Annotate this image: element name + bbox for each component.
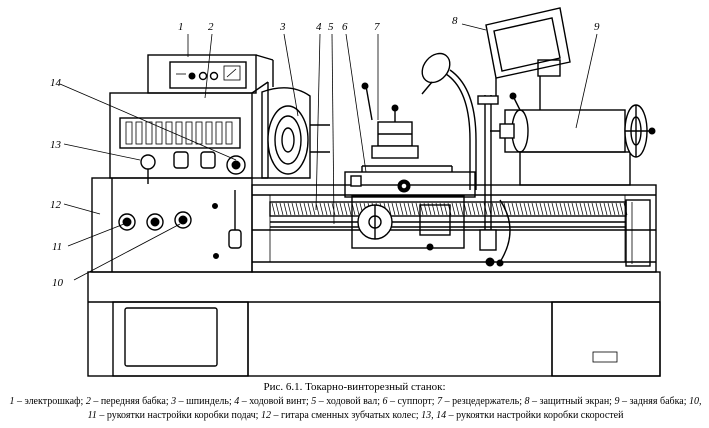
label-14: 14 <box>50 77 62 89</box>
label-6: 6 <box>342 21 348 33</box>
caption-item-number: 5 <box>311 396 317 407</box>
caption-item-text: – защитный экран; <box>529 396 615 407</box>
feed-shaft <box>270 221 626 228</box>
caption-item-text: – гитара сменных зубчатых колес; <box>270 410 422 421</box>
caption-legend: 1 – электрошкаф; 2 – передняя бабка; 3 –… <box>4 395 707 423</box>
caption-item: 6 – суппорт; <box>383 396 438 407</box>
caption-item-number: 7 <box>437 396 443 407</box>
caption-item: 2 – передняя бабка; <box>86 396 171 407</box>
caption-item-number: 13, 14 <box>421 410 447 421</box>
label-7: 7 <box>374 21 380 33</box>
carriage-saddle <box>344 165 476 251</box>
caption-item: 3 – шпиндель; <box>171 396 234 407</box>
label-3: 3 <box>279 21 286 33</box>
caption-item: 13, 14 – рукоятки настройки коробки скор… <box>421 410 623 421</box>
lathe-diagram: 1 2 3 4 5 6 7 8 9 10 11 12 13 14 <box>50 7 661 377</box>
caption-item-number: 2 <box>85 396 91 407</box>
caption-item-text: – шпиндель; <box>176 396 235 407</box>
carriage-lever <box>496 199 511 267</box>
caption-item: 1 – электрошкаф; <box>9 396 85 407</box>
caption-item: 12 – гитара сменных зубчатых колес; <box>261 410 421 421</box>
caption-item-text: – рукоятки настройки коробки скоростей <box>446 410 624 421</box>
lead-screw <box>269 201 628 217</box>
tool-holder <box>361 82 419 159</box>
leader-lines <box>59 23 598 281</box>
feed-lever <box>228 190 242 249</box>
caption-item-number: 6 <box>382 396 388 407</box>
work-lamp <box>421 52 477 190</box>
caption-item: 9 – задняя бабка; <box>614 396 689 407</box>
caption-item-text: – резцедержатель; <box>442 396 525 407</box>
label-8: 8 <box>452 15 458 27</box>
tailstock <box>490 92 656 186</box>
caption-item-text: – ходовой вал; <box>316 396 383 407</box>
gear-guitar-cover <box>91 177 253 273</box>
label-1: 1 <box>178 21 184 33</box>
label-5: 5 <box>328 21 334 33</box>
label-11: 11 <box>52 241 62 253</box>
headstock <box>109 81 269 184</box>
caption-item: 5 – ходовой вал; <box>311 396 382 407</box>
caption-item-text: – ходовой винт; <box>239 396 312 407</box>
label-2: 2 <box>208 21 214 33</box>
caption-item-number: 8 <box>524 396 530 407</box>
caption-item-number: 4 <box>234 396 240 407</box>
caption-item-number: 1 <box>9 396 15 407</box>
callout-labels: 1 2 3 4 5 6 7 8 9 10 11 12 13 14 <box>50 15 600 289</box>
tailstock-handwheel <box>624 104 656 158</box>
label-9: 9 <box>594 21 600 33</box>
caption-item-number: 12 <box>260 410 271 421</box>
caption-item-text: – задняя бабка; <box>619 396 690 407</box>
label-4: 4 <box>316 21 322 33</box>
caption-item-text: – передняя бабка; <box>90 396 172 407</box>
caption-item: 8 – защитный экран; <box>525 396 615 407</box>
caption-item: 7 – резцедержатель; <box>437 396 524 407</box>
caption-item-number: 10, 11 <box>87 396 702 421</box>
electrical-cabinet <box>147 54 274 94</box>
lathe-bed <box>251 184 657 273</box>
caption-item-text: – рукоятки настройки коробки подач; <box>96 410 261 421</box>
label-12: 12 <box>50 199 62 211</box>
caption-item-text: – суппорт; <box>387 396 438 407</box>
label-13: 13 <box>50 139 62 151</box>
label-10: 10 <box>52 277 64 289</box>
lathe-base <box>87 271 661 377</box>
protective-screen <box>485 7 571 110</box>
caption-item-number: 3 <box>171 396 177 407</box>
caption-item: 10, 11 – рукоятки настройки коробки пода… <box>88 396 702 421</box>
caption-item-number: 9 <box>614 396 620 407</box>
caption-item-text: – электрошкаф; <box>14 396 86 407</box>
carriage-post <box>477 95 499 267</box>
spindle-chuck <box>261 87 330 179</box>
caption-item: 4 – ходовой винт; <box>234 396 311 407</box>
caption-title: Рис. 6.1. Токарно-винторезный станок: <box>263 381 446 393</box>
